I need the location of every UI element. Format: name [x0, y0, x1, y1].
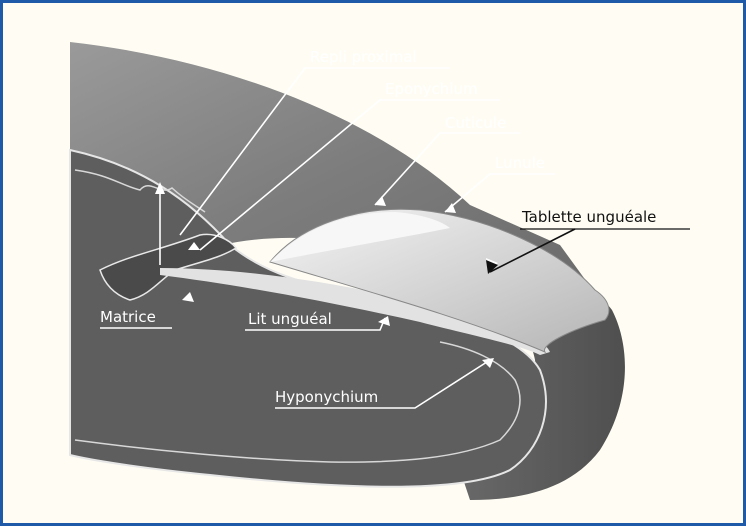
- label-lit-ungueal: Lit unguéal: [248, 310, 332, 328]
- label-matrice: Matrice: [100, 308, 156, 326]
- label-lunule: Lunule: [495, 154, 545, 172]
- label-tablette-ungueale: Tablette unguéale: [521, 208, 656, 226]
- label-hyponychium: Hyponychium: [275, 388, 378, 406]
- label-eponychium: Eponychium: [385, 80, 478, 98]
- label-repli-proximal: Repli proximal: [310, 48, 417, 66]
- label-cuticule: Cuticule: [445, 114, 506, 132]
